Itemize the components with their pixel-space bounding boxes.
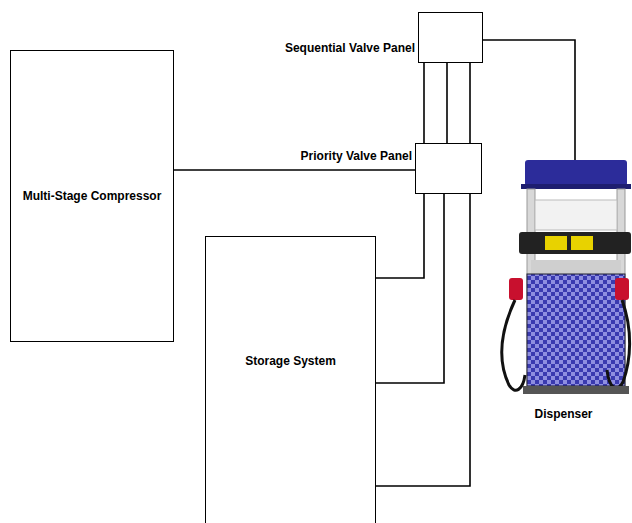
pipe-line <box>376 194 470 486</box>
pipe-line <box>483 40 575 160</box>
node-label: Sequential Valve Panel <box>285 41 415 55</box>
valve-panel-box: Priority Valve Panel <box>415 143 482 194</box>
pipe-line <box>423 63 425 143</box>
pipe-line <box>174 169 415 171</box>
node-label: Dispenser <box>495 407 632 421</box>
dispenser: Dispenser <box>495 160 632 425</box>
node-label: Priority Valve Panel <box>301 149 412 163</box>
node-label: Storage System <box>245 354 336 368</box>
node-label: Multi-Stage Compressor <box>23 189 162 203</box>
dispenser-illustration <box>495 160 632 400</box>
pipe-line <box>469 63 471 143</box>
pipe-line <box>376 194 424 278</box>
compressor-box: Multi-Stage Compressor <box>10 50 174 342</box>
storage-box: Storage System <box>205 236 376 523</box>
pipe-line <box>446 63 448 143</box>
valve-panel-box: Sequential Valve Panel <box>418 12 483 63</box>
pipe-line <box>376 194 444 383</box>
